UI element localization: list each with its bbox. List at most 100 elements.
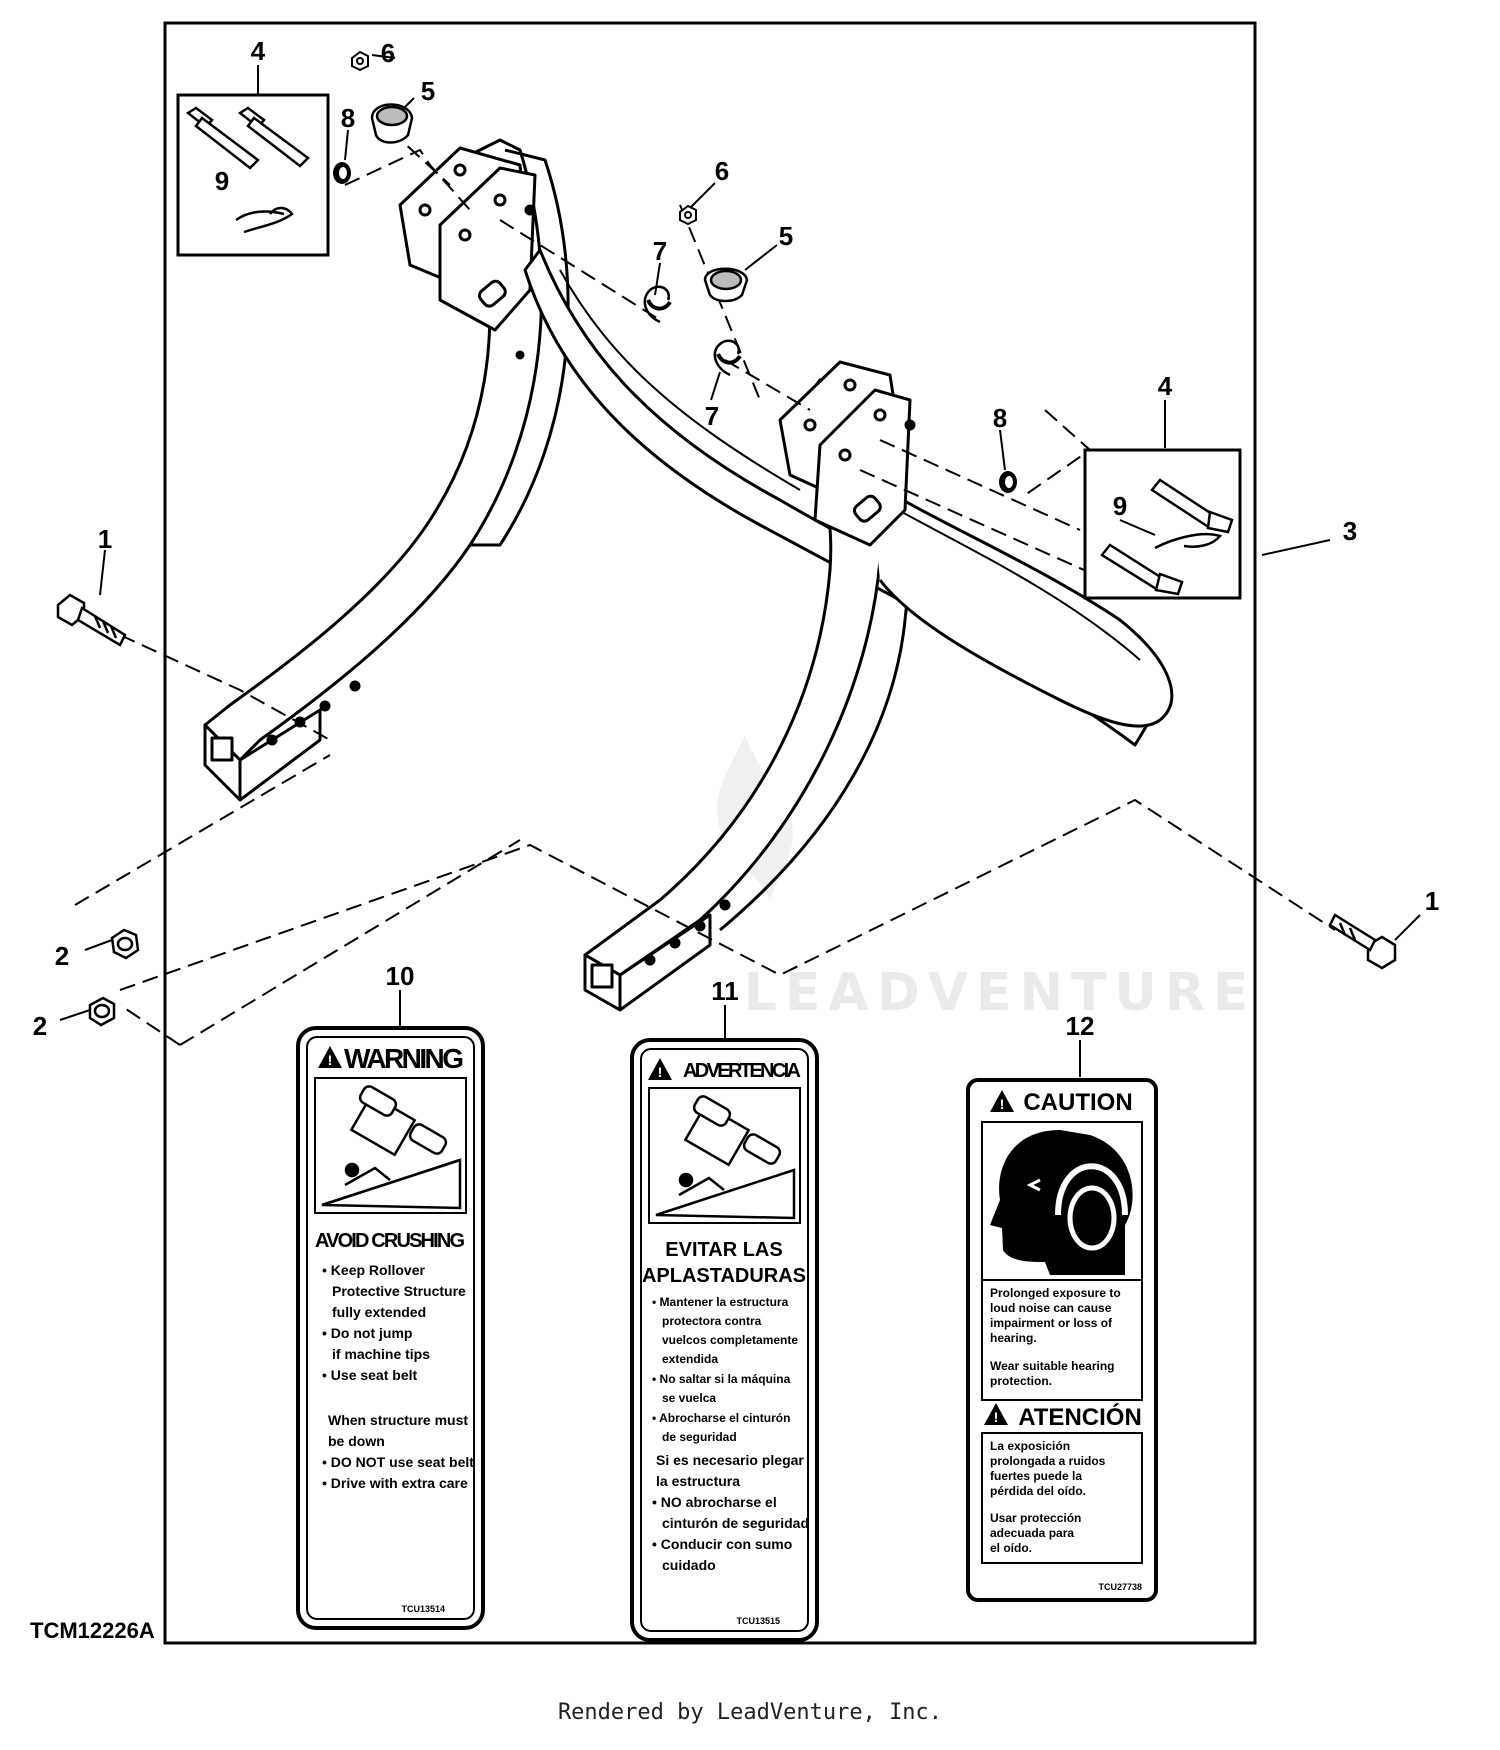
warning-code: TCU13514 xyxy=(401,1604,445,1614)
ring-8a xyxy=(333,162,351,184)
callout-2: 2 xyxy=(33,1011,47,1041)
callout-11: 11 xyxy=(711,976,739,1006)
hearing-protection-icon xyxy=(990,1130,1133,1275)
svg-text:Protective Structure: Protective Structure xyxy=(332,1283,466,1299)
caution-lines-es: La exposición prolongada a ruidos fuerte… xyxy=(990,1439,1106,1555)
rollover-pictogram xyxy=(655,1095,796,1220)
svg-text:cuidado: cuidado xyxy=(662,1557,716,1573)
callout-7: 7 xyxy=(653,236,667,266)
callout-6: 6 xyxy=(715,156,729,186)
svg-text:!: ! xyxy=(994,1409,999,1425)
warning-heading: AVOID CRUSHING xyxy=(315,1230,465,1252)
svg-text:de seguridad: de seguridad xyxy=(662,1430,737,1444)
svg-text:When structure must: When structure must xyxy=(328,1412,468,1428)
svg-text:• Do not jump: • Do not jump xyxy=(322,1325,412,1341)
svg-text:adecuada para: adecuada para xyxy=(990,1526,1074,1540)
callout-12: 12 xyxy=(1066,1011,1095,1041)
callout-5: 5 xyxy=(421,76,435,106)
figure-id: TCM12226A xyxy=(30,1618,155,1643)
svg-text:be down: be down xyxy=(328,1433,385,1449)
svg-text:Prolonged exposure to: Prolonged exposure to xyxy=(990,1286,1121,1300)
callout-leaders xyxy=(59,54,1421,1077)
hex-nut-6b xyxy=(679,204,697,226)
callout-numbers: 4 6 5 8 9 6 5 7 7 4 8 9 3 1 1 2 2 10 11 … xyxy=(33,36,1439,1041)
svg-text:protection.: protection. xyxy=(990,1374,1052,1388)
svg-text:hearing.: hearing. xyxy=(990,1331,1037,1345)
svg-text:loud noise can cause: loud noise can cause xyxy=(990,1301,1112,1315)
svg-text:if machine tips: if machine tips xyxy=(332,1346,430,1362)
svg-text:vuelcos completamente: vuelcos completamente xyxy=(662,1333,798,1347)
svg-text:• Abrocharse el cinturón: • Abrocharse el cinturón xyxy=(652,1411,790,1425)
caution-lines-en: Prolonged exposure to loud noise can cau… xyxy=(990,1286,1121,1388)
bushing-5b xyxy=(703,267,749,303)
bolt-right xyxy=(1328,913,1397,970)
svg-text:• DO NOT use seat belt: • DO NOT use seat belt xyxy=(322,1454,474,1470)
svg-text:protectora contra: protectora contra xyxy=(662,1314,762,1328)
watermark: LEADVENTURE xyxy=(717,735,1257,1023)
snap-ring-7a xyxy=(643,285,672,324)
svg-text:• No saltar si la máquina: • No saltar si la máquina xyxy=(652,1372,791,1386)
right-arch xyxy=(583,360,1174,1012)
svg-text:prolongada a ruidos: prolongada a ruidos xyxy=(990,1454,1106,1468)
svg-text:Wear suitable hearing: Wear suitable hearing xyxy=(990,1359,1114,1373)
advertencia-title: ADVERTENCIA xyxy=(683,1060,801,1082)
svg-text:• NO abrocharse el: • NO abrocharse el xyxy=(652,1494,777,1510)
svg-text:el oído.: el oído. xyxy=(990,1541,1032,1555)
svg-text:fuertes puede la: fuertes puede la xyxy=(990,1469,1082,1483)
dashed-leaders xyxy=(74,129,1336,1046)
svg-text:• Conducir con sumo: • Conducir con sumo xyxy=(652,1536,792,1552)
advertencia-lines: • Mantener la estructura protectora cont… xyxy=(652,1295,809,1573)
callout-5: 5 xyxy=(779,221,793,251)
diagram-frame xyxy=(163,21,1257,1645)
svg-text:Usar protección: Usar protección xyxy=(990,1511,1081,1525)
pin-kit-left xyxy=(176,93,330,257)
advertencia-heading-2: APLASTADURAS xyxy=(642,1265,806,1287)
callout-2: 2 xyxy=(55,941,69,971)
ring-8b xyxy=(999,471,1017,493)
svg-text:• Mantener la estructura: • Mantener la estructura xyxy=(652,1295,789,1309)
svg-text:La exposición: La exposición xyxy=(990,1439,1070,1453)
caution-title: CAUTION xyxy=(1023,1089,1132,1116)
bushing-5a xyxy=(370,103,414,144)
svg-text:cinturón de seguridad: cinturón de seguridad xyxy=(662,1515,809,1531)
callout-1: 1 xyxy=(98,524,112,554)
advertencia-code: TCU13515 xyxy=(736,1616,780,1626)
caution-code: TCU27738 xyxy=(1098,1582,1142,1592)
callout-1: 1 xyxy=(1425,886,1439,916)
callout-3: 3 xyxy=(1343,516,1357,546)
callout-9: 9 xyxy=(215,166,229,196)
decal-caution: ! CAUTION Prolonged exposure to loud noi… xyxy=(966,1078,1158,1602)
svg-text:!: ! xyxy=(1000,1096,1005,1112)
atencion-title: ATENCIÓN xyxy=(1018,1403,1142,1431)
svg-text:fully extended: fully extended xyxy=(332,1304,426,1320)
callout-8: 8 xyxy=(993,403,1007,433)
bolt-left xyxy=(56,593,127,647)
svg-text:!: ! xyxy=(658,1064,663,1080)
callout-8: 8 xyxy=(341,103,355,133)
svg-text:LEADVENTURE: LEADVENTURE xyxy=(744,963,1257,1023)
svg-text:impairment or loss of: impairment or loss of xyxy=(990,1316,1113,1330)
svg-text:pérdida del oído.: pérdida del oído. xyxy=(990,1484,1086,1498)
render-credit: Rendered by LeadVenture, Inc. xyxy=(557,1700,943,1725)
nut-lower xyxy=(88,996,116,1027)
svg-text:extendida: extendida xyxy=(662,1352,718,1366)
warning-title: WARNING xyxy=(344,1043,464,1074)
advertencia-heading-1: EVITAR LAS xyxy=(665,1239,782,1261)
callout-7: 7 xyxy=(705,401,719,431)
svg-text:• Use seat belt: • Use seat belt xyxy=(322,1367,418,1383)
snap-ring-7b xyxy=(713,339,742,377)
callout-9: 9 xyxy=(1113,491,1127,521)
svg-text:!: ! xyxy=(328,1052,333,1068)
decal-warning: ! WARNING AVOID CRUSHING • Keep Rollover… xyxy=(296,1026,485,1630)
nut-upper xyxy=(110,928,140,960)
warning-lines: • Keep Rollover Protective Structure ful… xyxy=(322,1262,474,1491)
callout-4: 4 xyxy=(1158,371,1173,401)
svg-text:la estructura: la estructura xyxy=(656,1473,740,1489)
callout-6: 6 xyxy=(381,38,395,68)
callout-10: 10 xyxy=(386,961,415,991)
decal-advertencia: ! ADVERTENCIA EVITAR LAS APLASTADURAS • … xyxy=(630,1038,819,1642)
left-arch xyxy=(203,138,570,802)
hex-nut-6a xyxy=(351,50,369,72)
rollover-pictogram xyxy=(321,1085,462,1210)
